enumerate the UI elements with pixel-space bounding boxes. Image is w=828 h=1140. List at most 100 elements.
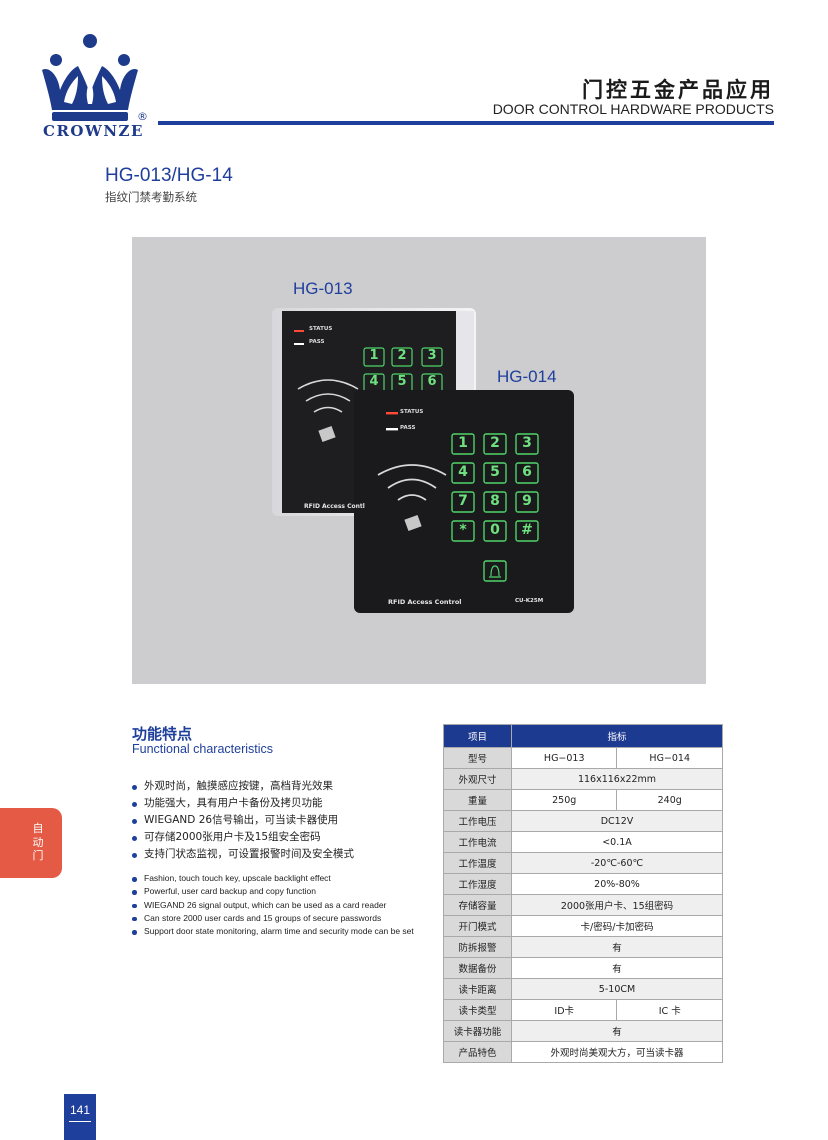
spec-value: 5-10CM — [511, 978, 723, 1000]
hg014-key: 7 — [458, 493, 468, 509]
spec-label: 工作电流 — [443, 831, 512, 853]
table-row: 工作湿度 20%-80% — [443, 873, 723, 895]
feature-item-cn: WIEGAND 26信号输出，可当读卡器使用 — [132, 812, 354, 829]
spec-header-value: 指标 — [511, 724, 723, 748]
table-row: 读卡器功能 有 — [443, 1020, 723, 1042]
hg013-label: HG-013 — [293, 279, 353, 298]
product-subtitle: 指纹门禁考勤系统 — [105, 190, 197, 204]
spec-value: HG−013 — [510, 747, 618, 769]
hg014-status-label: STATUS — [400, 409, 424, 415]
hg014-key: 3 — [522, 435, 532, 451]
spec-value: 卡/密码/卡加密码 — [511, 915, 723, 937]
table-row: 开门模式 卡/密码/卡加密码 — [443, 915, 723, 937]
product-photo — [272, 308, 574, 613]
table-row: 防拆报警 有 — [443, 936, 723, 958]
spec-value: 有 — [511, 1020, 723, 1042]
features-list-cn: 外观时尚，触摸感应按键，高档背光效果 功能强大，具有用户卡备份及拷贝功能 WIE… — [132, 778, 354, 863]
hg014-key: 2 — [490, 435, 500, 451]
spec-value: <0.1A — [511, 831, 723, 853]
hg013-key: 4 — [369, 374, 379, 389]
spec-value: ID卡 — [510, 999, 618, 1021]
spec-table-header: 项目 指标 — [443, 724, 723, 748]
hg014-key: # — [521, 522, 533, 538]
crown-logo-icon — [42, 34, 138, 121]
spec-label: 存储容量 — [443, 894, 512, 916]
hg014-key: 8 — [490, 493, 500, 509]
table-row: 工作电流 <0.1A — [443, 831, 723, 853]
spec-label: 重量 — [443, 789, 512, 811]
spec-label: 型号 — [443, 747, 512, 769]
spec-label: 读卡器功能 — [443, 1020, 512, 1042]
brand-name: CROWNZE — [43, 122, 144, 140]
hg014-key: 9 — [522, 493, 532, 509]
spec-label: 工作湿度 — [443, 873, 512, 895]
feature-item-en: WIEGAND 26 signal output, which can be u… — [132, 899, 414, 912]
spec-label: 防拆报警 — [443, 936, 512, 958]
spec-value: 外观时尚美观大方，可当读卡器 — [511, 1041, 723, 1063]
section-side-tab: 自 动 门 — [0, 808, 62, 878]
hg014-key: 5 — [490, 464, 500, 480]
hg014-key: 4 — [458, 464, 468, 480]
table-row: 工作电压 DC12V — [443, 810, 723, 832]
hg014-key: 6 — [522, 464, 532, 480]
header-title-cn: 门控五金产品应用 — [582, 77, 774, 102]
hg013-key: 3 — [427, 348, 437, 363]
spec-value: HG−014 — [616, 747, 723, 769]
hg014-brand-text: RFID Access Control — [388, 598, 462, 606]
feature-item-cn: 功能强大，具有用户卡备份及拷贝功能 — [132, 795, 354, 812]
feature-item-en: Powerful, user card backup and copy func… — [132, 885, 414, 898]
spec-label: 产品特色 — [443, 1041, 512, 1063]
spec-label: 工作电压 — [443, 810, 512, 832]
feature-item-en: Can store 2000 user cards and 15 groups … — [132, 912, 414, 925]
hg014-label: HG-014 — [497, 367, 557, 386]
spec-value: -20℃-60℃ — [511, 852, 723, 874]
hg013-pass-label: PASS — [309, 339, 325, 345]
spec-value: 20%-80% — [511, 873, 723, 895]
spec-value: 250g — [510, 789, 618, 811]
hg014-key: 0 — [490, 522, 500, 538]
spec-value: 有 — [511, 957, 723, 979]
feature-item-cn: 可存储2000张用户卡及15组安全密码 — [132, 829, 354, 846]
side-tab-char: 门 — [32, 849, 44, 862]
feature-item-en: Support door state monitoring, alarm tim… — [132, 925, 414, 938]
header-title-en: DOOR CONTROL HARDWARE PRODUCTS — [492, 101, 774, 117]
features-title-cn: 功能特点 — [132, 725, 193, 743]
spec-label: 读卡距离 — [443, 978, 512, 1000]
registered-mark: ® — [137, 110, 148, 123]
spec-label: 读卡类型 — [443, 999, 512, 1021]
spec-value: 240g — [616, 789, 723, 811]
side-tab-char: 自 — [32, 822, 44, 835]
feature-item-cn: 支持门状态监视，可设置报警时间及安全模式 — [132, 846, 354, 863]
hg014-key: 1 — [458, 435, 468, 451]
product-model: HG-013/HG-14 — [105, 165, 233, 186]
spec-table: 项目 指标 型号 HG−013 HG−014 外观尺寸 116x116x22mm… — [443, 724, 723, 1063]
spec-label: 工作温度 — [443, 852, 512, 874]
spec-value: 116x116x22mm — [511, 768, 723, 790]
hg014-pass-label: PASS — [400, 425, 416, 431]
table-row: 存储容量 2000张用户卡、15组密码 — [443, 894, 723, 916]
spec-header-item: 项目 — [443, 724, 512, 748]
table-row: 重量 250g 240g — [443, 789, 723, 811]
table-row: 外观尺寸 116x116x22mm — [443, 768, 723, 790]
spec-label: 数据备份 — [443, 957, 512, 979]
table-row: 读卡类型 ID卡 IC 卡 — [443, 999, 723, 1021]
spec-value: 2000张用户卡、15组密码 — [511, 894, 723, 916]
hg013-brand-text: RFID Access Contl — [304, 503, 365, 510]
table-row: 数据备份 有 — [443, 957, 723, 979]
header-divider — [158, 121, 774, 125]
spec-label: 外观尺寸 — [443, 768, 512, 790]
product-image-panel: HG-013 HG-014 STATUS PASS 1 2 3 4 5 6 RF… — [132, 237, 706, 684]
table-row: 工作温度 -20℃-60℃ — [443, 852, 723, 874]
hg013-status-label: STATUS — [309, 326, 333, 332]
hg014-device — [354, 390, 574, 613]
feature-item-cn: 外观时尚，触摸感应按键，高档背光效果 — [132, 778, 354, 795]
spec-value: 有 — [511, 936, 723, 958]
page-number: 141 — [69, 1103, 91, 1117]
feature-item-en: Fashion, touch touch key, upscale backli… — [132, 872, 414, 885]
hg014-key: * — [459, 522, 467, 538]
hg013-key: 6 — [427, 374, 437, 389]
features-list-en: Fashion, touch touch key, upscale backli… — [132, 872, 414, 938]
side-tab-char: 动 — [32, 835, 44, 849]
table-row: 型号 HG−013 HG−014 — [443, 747, 723, 769]
spec-value: IC 卡 — [616, 999, 723, 1021]
